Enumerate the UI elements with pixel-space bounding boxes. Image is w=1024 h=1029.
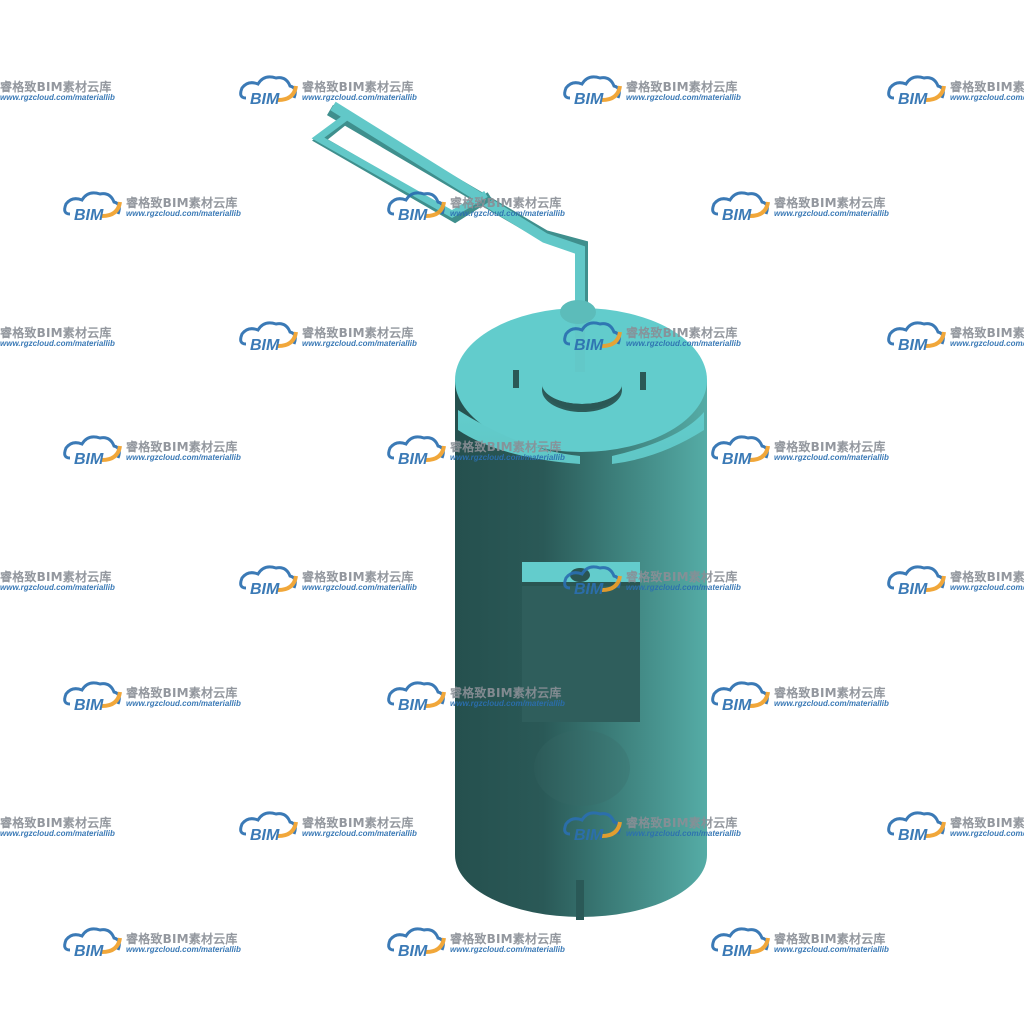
vent-strip <box>458 410 704 560</box>
tank-leg <box>576 880 584 920</box>
tank-lid <box>455 308 707 452</box>
lid-slot-right <box>640 372 646 390</box>
access-port <box>534 730 630 806</box>
control-panel <box>522 562 640 722</box>
gas-valve-knob <box>570 568 590 582</box>
flue-pipe <box>311 101 596 372</box>
lid-slot-left <box>513 370 519 388</box>
